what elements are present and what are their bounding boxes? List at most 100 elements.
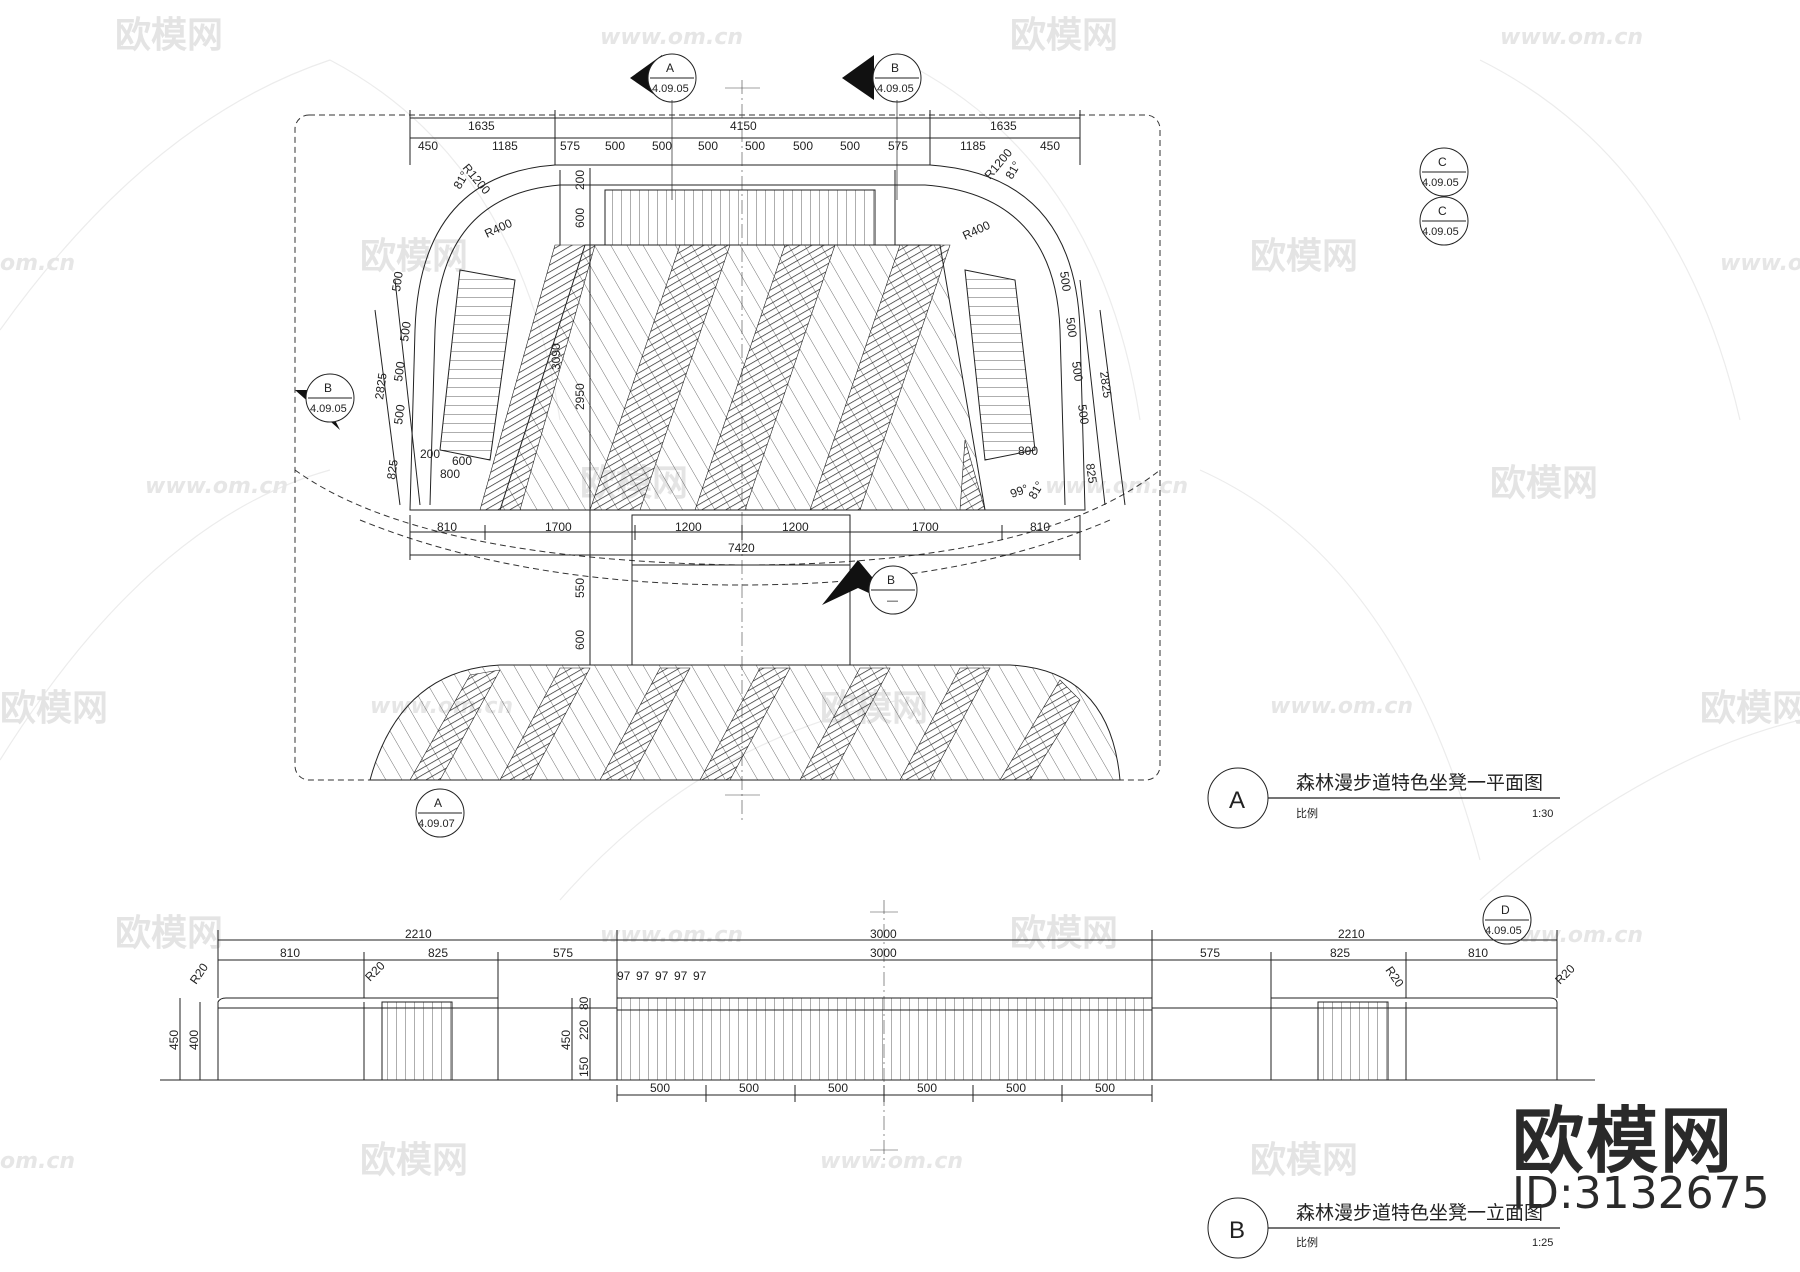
elev-total: 2210 bbox=[1338, 927, 1365, 941]
left-bench-slats bbox=[439, 269, 516, 461]
section-ref: 4.09.05 bbox=[310, 403, 347, 415]
section-mark-a-bottom: A 4.09.07 bbox=[415, 788, 465, 838]
right-dim: 500 bbox=[1063, 316, 1080, 338]
mid-dim: 2950 bbox=[573, 383, 587, 410]
elev-dim: 810 bbox=[280, 946, 300, 960]
radius-label: R400 bbox=[482, 216, 514, 241]
dim-total-left: 1635 bbox=[468, 119, 495, 133]
watermark-brand: 欧模网 bbox=[1010, 15, 1118, 56]
watermark-url: om.cn bbox=[0, 1149, 75, 1174]
left-dim: 825 bbox=[384, 458, 401, 480]
elevation-view: 2210 3000 2210 810 825 575 3000 575 825 … bbox=[160, 900, 1595, 1160]
detail-letter: C bbox=[1438, 204, 1447, 218]
elev-radius: R20 bbox=[1383, 964, 1407, 990]
plan-scale: 1:30 bbox=[1532, 808, 1553, 820]
small-dim: 800 bbox=[440, 467, 460, 481]
section-ref: 4.09.07 bbox=[418, 818, 455, 830]
vert-dim: 600 bbox=[573, 630, 587, 650]
right-dim: 500 bbox=[1057, 270, 1074, 292]
bottom-total: 7420 bbox=[728, 541, 755, 555]
watermark-brand: 欧模网 bbox=[360, 1140, 468, 1181]
small-dim: 800 bbox=[1018, 444, 1038, 458]
detail-ref: 4.09.05 bbox=[1485, 925, 1522, 937]
small-top-dim: 97 bbox=[674, 969, 688, 983]
elev-total: 2210 bbox=[405, 927, 432, 941]
height-dim: 220 bbox=[577, 1020, 591, 1040]
elev-dim: 3000 bbox=[870, 946, 897, 960]
elev-bottom-dim: 500 bbox=[1006, 1081, 1026, 1095]
detail-mark-c1: C 4.09.05 bbox=[1419, 147, 1469, 197]
elevation-label: B bbox=[1229, 1217, 1245, 1244]
section-mark-a-top: A 4.09.05 bbox=[630, 53, 697, 200]
vert-dim: 550 bbox=[573, 578, 587, 598]
plan-title: 森林漫步道特色坐凳一平面图 bbox=[1296, 772, 1543, 794]
watermark-brand: 欧模网 bbox=[0, 688, 108, 729]
height-dim: 80 bbox=[577, 996, 591, 1010]
section-letter: B bbox=[891, 61, 899, 75]
bottom-dim: 810 bbox=[1030, 520, 1050, 534]
angle-label: 81° bbox=[1025, 479, 1046, 502]
dim-label: 500 bbox=[745, 139, 765, 153]
dim-label: 575 bbox=[888, 139, 908, 153]
bottom-dim: 1200 bbox=[675, 520, 702, 534]
dim-total-right: 1635 bbox=[990, 119, 1017, 133]
right-dim: 825 bbox=[1083, 462, 1100, 484]
section-letter: B bbox=[324, 381, 332, 395]
small-top-dim: 97 bbox=[617, 969, 631, 983]
watermark-brand: 欧模网 bbox=[1250, 1140, 1358, 1181]
elevation-scale: 1:25 bbox=[1532, 1237, 1553, 1249]
right-bench-slats bbox=[964, 269, 1036, 461]
bottom-dim: 1200 bbox=[782, 520, 809, 534]
left-dim: 500 bbox=[397, 320, 414, 342]
detail-letter: D bbox=[1501, 903, 1510, 917]
watermark-url: www.om.cn bbox=[1270, 694, 1413, 719]
dim-label: 450 bbox=[1040, 139, 1060, 153]
watermark-url: www.om.cn bbox=[1500, 25, 1643, 50]
dim-label: 450 bbox=[418, 139, 438, 153]
watermark-brand: 欧模网 bbox=[115, 15, 223, 56]
left-dim: 500 bbox=[389, 270, 406, 292]
elev-dim: 575 bbox=[1200, 946, 1220, 960]
watermark-brand: 欧模网 bbox=[1700, 688, 1800, 729]
section-letter: B bbox=[887, 573, 895, 587]
detail-mark-d: D 4.09.05 bbox=[1482, 895, 1532, 945]
dim-total-mid: 4150 bbox=[730, 119, 757, 133]
right-slat-panel bbox=[1317, 1001, 1389, 1081]
elevation-title-block: B 森林漫步道特色坐凳一立面图 比例 1:25 bbox=[1207, 1197, 1560, 1259]
dim-label: 1185 bbox=[960, 139, 986, 153]
dim-label: 500 bbox=[605, 139, 625, 153]
section-ref: 4.09.05 bbox=[877, 83, 914, 95]
plan-scale-label: 比例 bbox=[1296, 806, 1318, 820]
elev-dim: 825 bbox=[1330, 946, 1350, 960]
small-top-dim: 97 bbox=[693, 969, 707, 983]
watermark-brand: 欧模网 bbox=[115, 913, 223, 954]
watermark-url: www.om.cn bbox=[820, 1149, 963, 1174]
bottom-dim: 1700 bbox=[912, 520, 939, 534]
angle-label: 99° bbox=[1008, 481, 1030, 500]
elev-radius: R20 bbox=[1552, 961, 1578, 987]
elev-radius: R20 bbox=[362, 958, 388, 984]
elev-total: 3000 bbox=[870, 927, 897, 941]
elev-bottom-dim: 500 bbox=[917, 1081, 937, 1095]
elev-bottom-dim: 500 bbox=[739, 1081, 759, 1095]
vert-dim: 200 bbox=[573, 170, 587, 190]
dim-label: 500 bbox=[652, 139, 672, 153]
radius-label: R400 bbox=[960, 218, 992, 243]
section-mark-b-bottom: B — bbox=[822, 560, 918, 615]
watermark-url: www.om.cn bbox=[600, 923, 743, 948]
top-dim-labels: 450 1185 575 500 500 500 500 500 500 575… bbox=[418, 139, 1060, 153]
detail-ref: 4.09.05 bbox=[1422, 177, 1459, 189]
watermark-url: www.om.cn bbox=[1045, 474, 1188, 499]
elev-bottom-dim: 500 bbox=[828, 1081, 848, 1095]
elev-radius: R20 bbox=[187, 960, 211, 986]
watermark-brand: 欧模网 bbox=[360, 236, 468, 277]
section-mark-b-left: B 4.09.05 bbox=[295, 373, 355, 430]
detail-ref: 4.09.05 bbox=[1422, 226, 1459, 238]
plan-view: 1635 4150 1635 450 1185 575 500 500 500 … bbox=[294, 53, 1161, 838]
center-slat-bench bbox=[616, 997, 1153, 1081]
left-slat-panel bbox=[381, 1001, 453, 1081]
dim-label: 575 bbox=[560, 139, 580, 153]
plan-label: A bbox=[1229, 787, 1245, 814]
section-ref: — bbox=[887, 595, 898, 607]
watermark-url: www.om.cn bbox=[145, 474, 288, 499]
